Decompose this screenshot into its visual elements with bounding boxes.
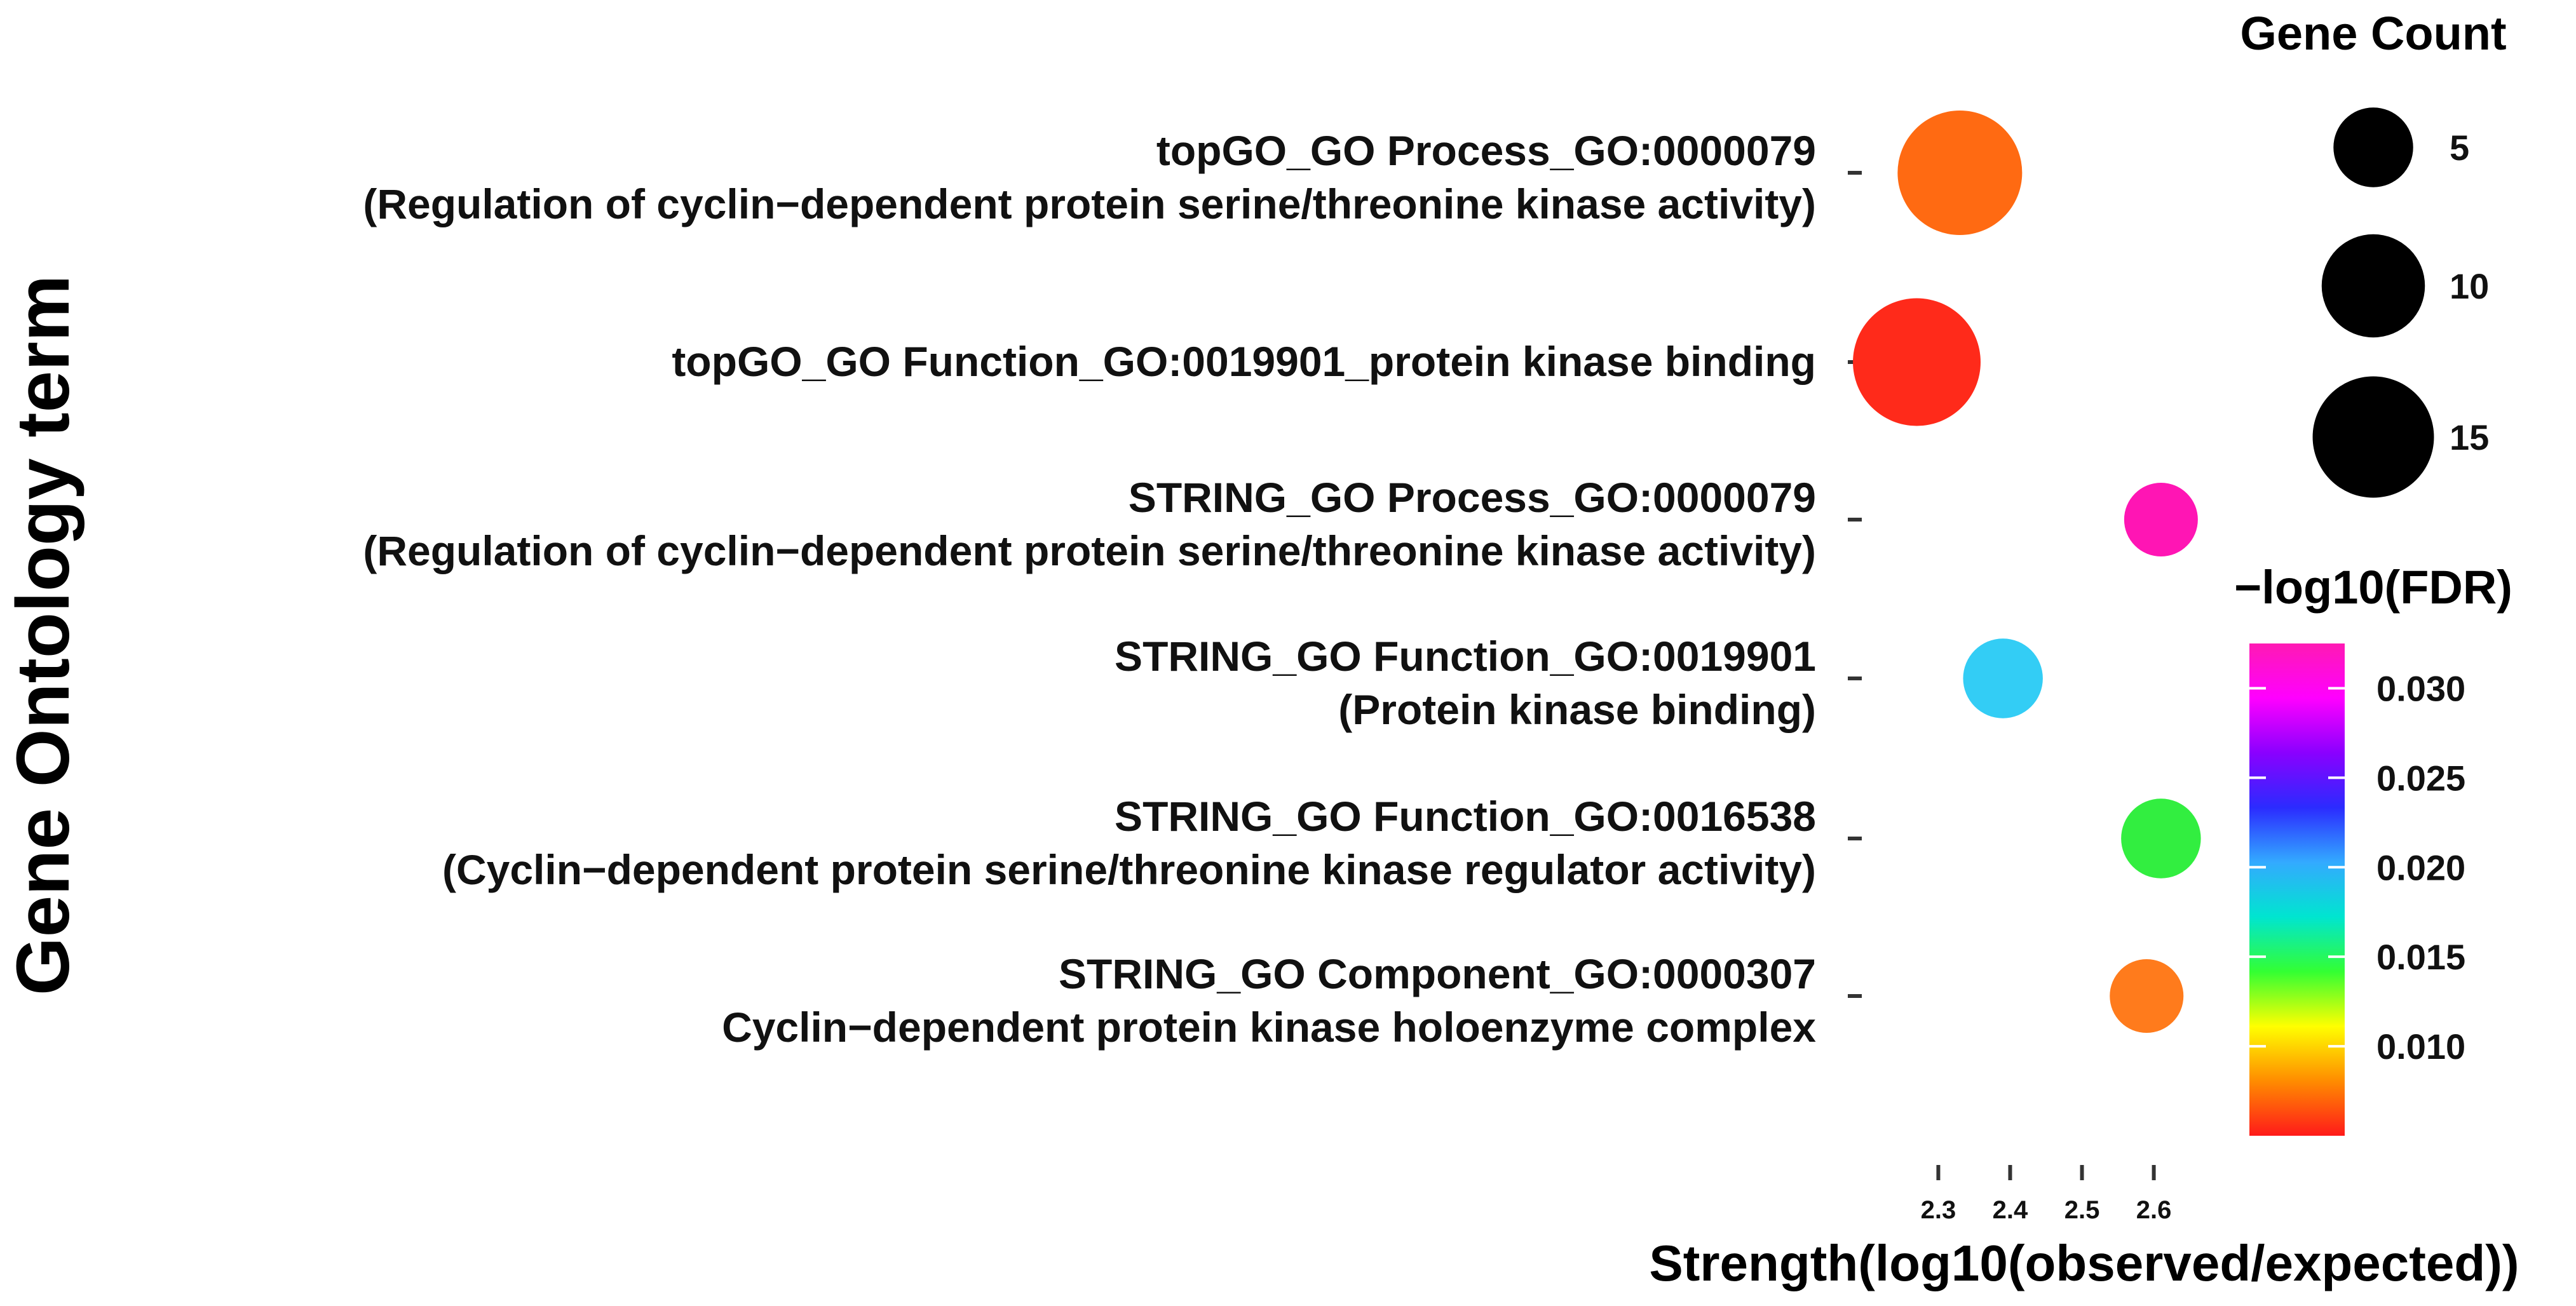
fdr-legend-title: −log10(FDR) (2234, 561, 2512, 614)
bubble-point (1897, 111, 2023, 235)
size-legend-circle (2312, 376, 2434, 498)
x-axis-title: Strength(log10(observed/expected)) (1649, 1235, 2519, 1291)
fdr-color-bar (2249, 643, 2345, 1136)
bubble-point (2124, 483, 2198, 556)
size-legend-label: 5 (2450, 128, 2469, 168)
term-label-line1: topGO_GO Function_GO:0019901_protein kin… (672, 338, 1816, 385)
term-labels: topGO_GO Process_GO:0000079 (Regulation o… (363, 127, 1816, 1051)
term-label-line2: (Protein kinase binding) (1338, 686, 1816, 733)
term-label-line2: (Regulation of cyclin−dependent protein … (363, 527, 1816, 574)
color-legend-label: 0.025 (2376, 758, 2465, 798)
size-legend-label: 15 (2450, 417, 2489, 457)
y-axis-ticks (1848, 171, 1862, 998)
gene-count-legend-title: Gene Count (2240, 7, 2506, 60)
size-legend-circle (2333, 107, 2413, 187)
x-tick-label: 2.6 (2136, 1196, 2172, 1224)
term-label-line1: STRING_GO Component_GO:0000307 (1059, 950, 1816, 997)
bubbles (1853, 111, 2201, 1033)
term-label-line2: Cyclin−dependent protein kinase holoenzy… (722, 1004, 1816, 1051)
bubble-point (2110, 959, 2184, 1033)
term-label-line1: topGO_GO Process_GO:0000079 (1156, 127, 1816, 174)
term-label-line1: STRING_GO Function_GO:0016538 (1115, 793, 1816, 840)
gene-count-legend: Gene Count 5 10 15 (2240, 7, 2507, 498)
x-tick-label: 2.5 (2064, 1196, 2100, 1224)
term-label-line1: STRING_GO Process_GO:0000079 (1129, 474, 1816, 521)
color-legend-label: 0.030 (2376, 668, 2465, 708)
bubble-point (2121, 798, 2201, 879)
bubble-point (1963, 638, 2043, 718)
x-tick-label: 2.3 (1921, 1196, 1956, 1224)
term-label-line1: STRING_GO Function_GO:0019901 (1115, 633, 1816, 680)
color-legend-label: 0.020 (2376, 847, 2465, 887)
term-label-line2: (Cyclin−dependent protein serine/threoni… (442, 846, 1816, 893)
size-legend-label: 10 (2450, 266, 2489, 306)
color-legend-label: 0.010 (2376, 1027, 2465, 1067)
x-axis: 2.3 2.4 2.5 2.6 (1921, 1165, 2172, 1224)
x-tick-label: 2.4 (1993, 1196, 2028, 1224)
y-axis-title: Gene Ontology term (1, 275, 85, 995)
fdr-color-legend: −log10(FDR) 0.010 0.015 0.020 0.025 0.030 (2234, 561, 2512, 1136)
bubble-point (1853, 298, 1981, 426)
term-label-line2: (Regulation of cyclin−dependent protein … (363, 180, 1816, 227)
color-legend-label: 0.015 (2376, 937, 2465, 977)
size-legend-circle (2321, 234, 2425, 338)
